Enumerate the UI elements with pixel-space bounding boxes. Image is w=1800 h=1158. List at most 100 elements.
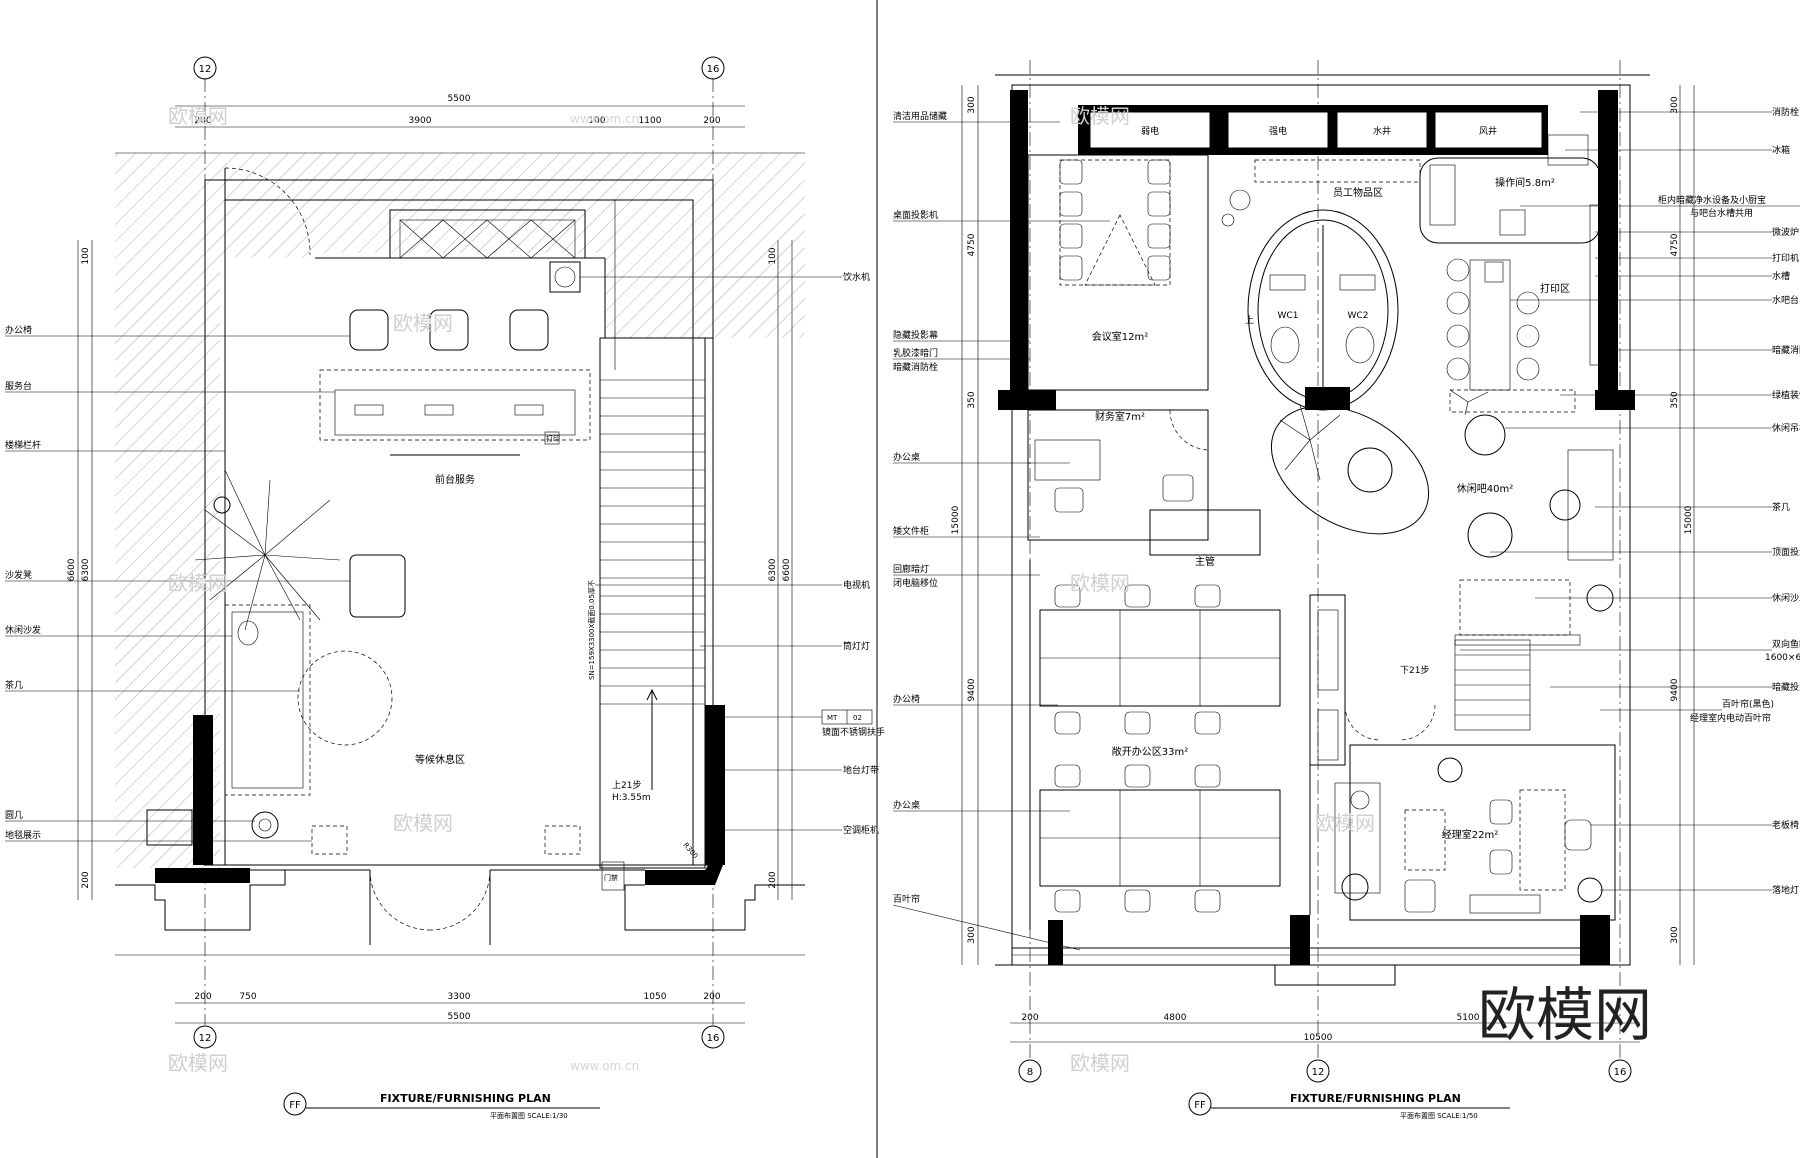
plan-title: FIXTURE/FURNISHING PLAN [380,1092,551,1105]
dim-top: 100 [588,116,605,126]
shaft-label: 强电 [1269,125,1287,137]
left-label: 服务台 [5,380,32,392]
watermark: 欧模网 [1315,811,1375,835]
room-staff: 员工物品区 [1333,186,1383,199]
room-leisure-bar: 休闲吧40m² [1457,482,1513,495]
right-label: 镜面不锈钢扶手 [822,726,885,738]
right-plan: 8 12 16 200 4800 5100 10500 300 4750 350… [892,60,1800,1120]
dim-right: 300 [1670,926,1680,943]
room-wc1: WC1 [1278,311,1299,321]
dim-left: 300 [967,926,977,943]
water-dispenser [549,261,581,293]
left-label: 茶几 [5,679,23,691]
watermark: 欧模网 [1070,571,1130,595]
left-label: 矮文件柜 [893,525,929,537]
shaft-label: 风井 [1479,125,1497,137]
right-label: 经理室内电动百叶帘 [1690,712,1771,724]
grid-bubble [1306,1059,1330,1083]
right-label: 消防栓 [1772,106,1799,118]
room-print: 打印区 [1540,282,1570,295]
dim-top: 200 [194,116,211,126]
dim-right: 200 [768,871,778,888]
stair-side-note: SN=159X3300X截面0.05厚不 [587,580,596,680]
room-manager: 经理室22m² [1442,828,1498,841]
dim-right: 6600 [782,558,792,581]
radius-tag: R300 [681,841,699,860]
stair-height-note: H:3.55m [612,793,651,803]
left-label: 楼梯栏杆 [5,439,41,451]
left-label: 乳胶漆暗门 [893,347,938,359]
shaft-label: 弱电 [1141,125,1159,137]
grid-bubble [1608,1059,1632,1083]
grid-bubble [193,56,217,80]
dim-bottom: 200 [194,992,211,1002]
plan-tag-circle [283,1092,307,1116]
dim-left: 4750 [967,233,977,256]
grid-label: 16 [707,64,720,75]
dim-bottom: 5100 [1457,1013,1480,1023]
left-label: 地毯展示 [5,829,41,841]
right-label: 饮水机 [843,271,870,283]
dim-total-bottom: 5500 [448,1012,471,1022]
right-label: 绿植装饰 [1772,389,1800,401]
grid-label: 12 [199,1033,212,1044]
hatched-area [315,153,605,253]
watermark: 欧模网 [1070,1051,1130,1075]
watermark-large: 欧模网 [1478,981,1652,1049]
printer-tag: 打印 [546,434,560,443]
right-label: 暗藏投影幕 [1772,681,1800,693]
grid-label: 12 [199,64,212,75]
dim-left: 100 [81,247,91,264]
watermark: 欧模网 [168,104,228,128]
dim-bottom: 200 [1021,1013,1038,1023]
left-label: 办公桌 [893,799,920,811]
left-label: 隐藏投影幕 [893,329,938,341]
print-area [1446,258,1540,391]
office-chair [429,309,469,351]
plan-tag: FF [289,1100,301,1111]
right-label: 暗藏消防栓 [1772,344,1800,356]
hatched-area [605,153,805,338]
access-tag: 门禁 [604,873,618,882]
dim-left: 6600 [67,558,77,581]
right-label: 双向鱼缸 [1772,638,1800,650]
dim-bottom: 750 [239,992,256,1002]
open-office [1039,584,1281,913]
service-desk [319,369,591,441]
dim-left: 15000 [951,505,961,534]
right-label: 与吧台水槽共用 [1690,207,1753,219]
dim-right: 15000 [1684,505,1694,534]
fish-tank-partition [1309,594,1346,766]
left-label: 办公椅 [5,324,32,336]
operation-room [1419,157,1601,244]
plan-tag: FF [1194,1100,1206,1111]
dim-right: 9400 [1670,678,1680,701]
right-label: 1600×600 [1765,653,1800,663]
staircase [599,337,706,869]
lounge-rug [1270,405,1430,535]
room-supervisor: 主管 [1195,555,1215,568]
dim-top: 200 [703,116,720,126]
watermark: 欧模网 [393,311,453,335]
grid-bubble [701,56,725,80]
left-plan: 12 16 12 16 5500 200 3900 100 1100 200 2… [5,56,885,1120]
dim-right: 4750 [1670,233,1680,256]
left-label: 闭电脑移位 [893,577,938,589]
stair-down [1454,639,1531,731]
left-label: 休闲沙发 [5,624,41,636]
material-tag-num: 02 [853,714,862,722]
right-label: 水吧台 [1772,294,1799,306]
right-label: 柜内暗藏净水设备及小厨宝 [1658,194,1766,206]
meeting-room [1027,154,1209,391]
room-finance: 财务室7m² [1095,410,1145,423]
left-label: 办公桌 [893,451,920,463]
dim-left: 200 [81,871,91,888]
plant [1279,389,1489,481]
hatched-area [220,153,315,258]
plan-tag-circle [1188,1092,1212,1116]
right-label: 电视机 [843,579,870,591]
right-label: 打印机 [1772,252,1799,264]
right-label: 老板椅 [1772,819,1799,831]
plant [194,469,341,631]
